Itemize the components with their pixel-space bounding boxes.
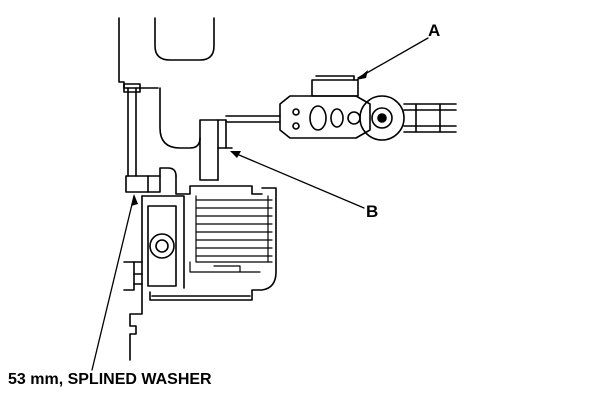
label-a: A [428, 21, 441, 40]
upper-housing [118, 17, 227, 181]
component-a [225, 75, 457, 141]
label-splined-washer: 53 mm, SPLINED WASHER [8, 371, 212, 388]
leader-lines [91, 37, 429, 371]
arrowhead-b [230, 151, 241, 158]
arrowhead-washer [131, 194, 138, 206]
clutch-pack [189, 195, 273, 273]
arrowhead-a [356, 70, 368, 80]
bracket-b [199, 119, 233, 181]
lower-housing [123, 167, 277, 361]
shaft [123, 83, 161, 193]
label-b: B [366, 202, 379, 221]
